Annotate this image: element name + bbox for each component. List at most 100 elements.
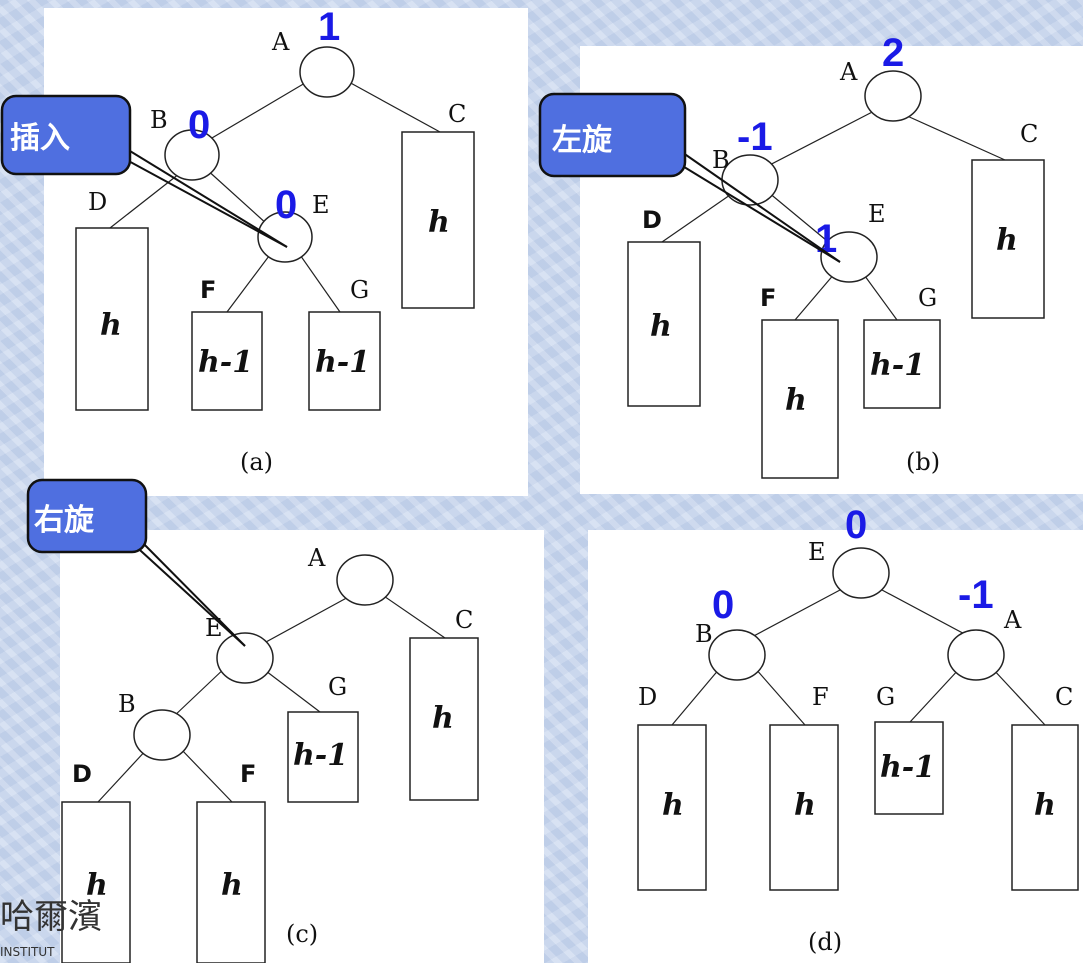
node-e [820,231,878,283]
label-leaf-f: F [200,276,216,304]
subtree-d [61,801,131,963]
height-c: h [432,701,454,736]
label-node-b: B [150,106,168,134]
height-d: h [86,868,108,903]
height-c: h [428,205,450,240]
label-node-a: A [839,58,858,86]
label-leaf-g: G [876,683,895,711]
label-node-e: E [312,191,330,219]
subtree-c [401,131,475,309]
callout-right-rotate-box [26,478,148,554]
node-a [299,46,355,98]
label-node-b: B [712,146,730,174]
height-g: h-1 [293,738,348,773]
panel-a: A B E D F G C h h-1 h-1 h 1 0 0 (a) 插入 [0,5,475,476]
height-d: h [650,309,672,344]
label-leaf-f: F [760,284,776,312]
edge-e-b [171,664,229,719]
label-leaf-d: D [88,188,107,216]
subtree-d [637,724,707,891]
callout-insert-text: 插入 [10,121,70,156]
edge-e-a [881,589,973,639]
edge-b-d [661,194,731,243]
subtree-g [863,319,941,409]
edge-a-g [909,667,961,723]
label-node-b: B [118,690,136,718]
subtree-f [769,724,839,891]
label-leaf-c: C [1020,120,1038,148]
edge-b-f [754,667,806,726]
label-node-b: B [695,620,713,648]
balance-e: 0 [845,503,867,547]
balance-e: 0 [275,183,297,227]
label-node-a: A [1003,606,1022,634]
node-b [164,129,220,181]
callout-left-rotate: 左旋 [538,92,841,263]
height-f: h [785,383,807,418]
label-leaf-f: F [240,760,256,788]
subtree-d [627,241,701,407]
subtree-c [971,159,1045,319]
label-leaf-c: C [1055,683,1073,711]
node-a [336,554,394,606]
caption-a: (a) [240,448,273,476]
balance-b: 0 [188,103,210,147]
edge-a-c [904,114,1006,161]
edge-e-g [261,667,321,713]
subtree-f [196,801,266,963]
edge-a-c [377,591,446,639]
logo-subtext: INSTITUT [0,945,55,959]
panel-c: A E B D F G C h h h-1 h (c) 右旋 [26,478,479,963]
subtree-f [191,311,263,411]
label-leaf-f: F [812,683,829,711]
edge-b-d [671,667,721,726]
edge-e-g [861,271,898,321]
subtree-g [287,711,359,803]
subtree-d [75,227,149,411]
edge-b-f [179,747,233,803]
label-node-a: A [307,544,326,572]
label-leaf-g: G [350,276,369,304]
node-b [708,629,766,681]
label-leaf-c: C [455,606,473,634]
node-b [133,709,191,761]
edge-b-e [204,167,269,226]
subtree-f [761,319,839,479]
label-node-a: A [271,28,290,56]
node-e [216,632,274,684]
height-c: h [996,223,1018,258]
label-node-e: E [808,538,826,566]
balance-a: 2 [882,31,904,75]
callout-left-rotate-box [538,92,687,178]
edge-e-f [226,251,273,313]
caption-d: (d) [808,928,842,956]
balance-b: -1 [737,115,773,159]
subtree-g [308,311,381,411]
height-d: h [100,308,122,343]
height-g: h-1 [870,348,925,383]
subtree-c [1011,724,1079,891]
callout-right-rotate: 右旋 [26,478,246,647]
height-f: h [221,868,243,903]
label-leaf-d: D [638,683,657,711]
height-f: h [794,788,816,823]
label-leaf-g: G [328,673,347,701]
panel-b: A B E D F G C h h h-1 h 2 -1 1 (b) 左旋 [538,31,1045,479]
callout-insert: 插入 [0,94,288,248]
edge-a-b [759,107,881,171]
node-e [832,547,890,599]
edge-a-c [991,667,1046,726]
edge-e-g [297,251,341,313]
panel-d: E B A D F G C h h h-1 h 0 0 -1 (d) [637,503,1079,956]
height-d: h [662,788,684,823]
label-leaf-c: C [448,100,466,128]
label-leaf-d: D [642,206,662,234]
label-leaf-g: G [918,284,937,312]
institution-logo: 哈爾濱 INSTITUT [0,897,102,959]
label-node-e: E [868,200,886,228]
height-c: h [1034,788,1056,823]
subtree-c [409,637,479,801]
edge-b-d [109,169,185,229]
node-e [257,211,313,263]
